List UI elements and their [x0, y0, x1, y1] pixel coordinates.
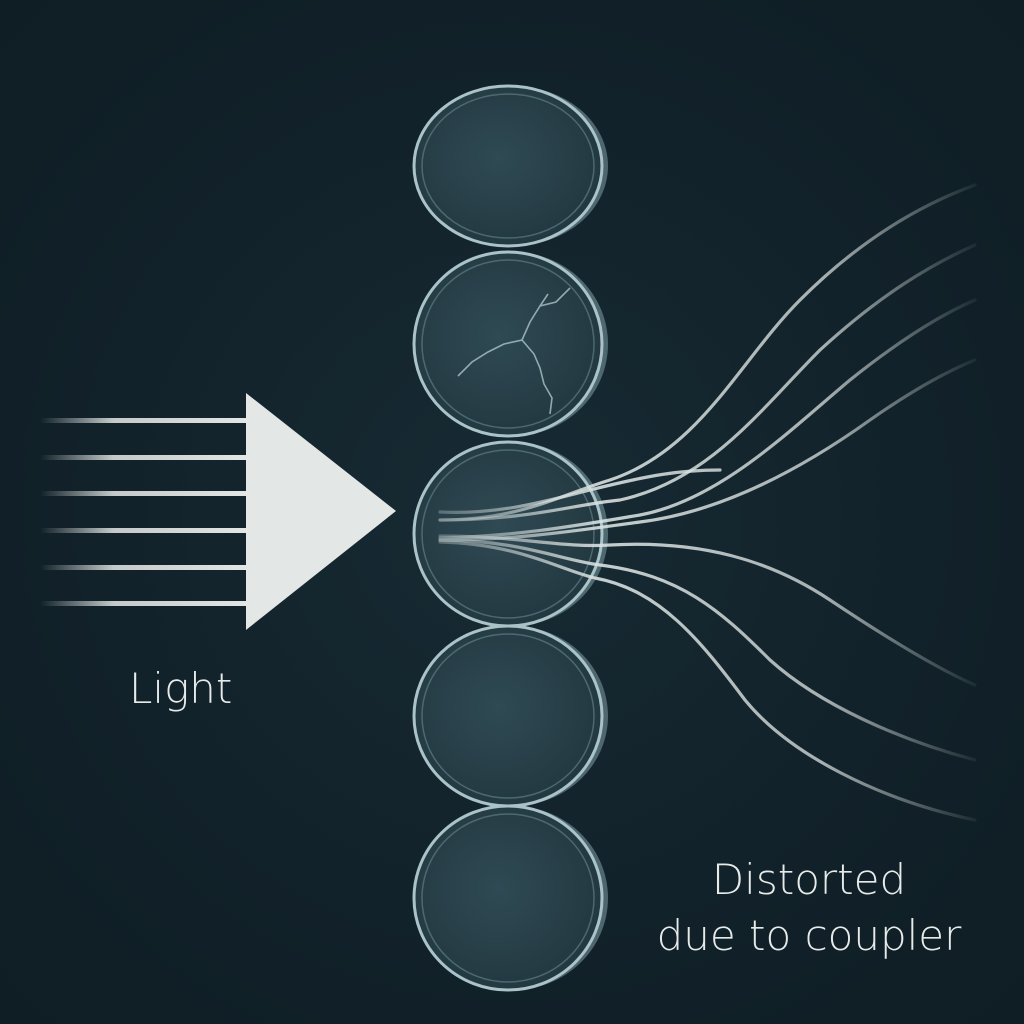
- distorted-caption-line-1: Distorted: [711, 855, 907, 904]
- distorted-rays: [438, 183, 977, 822]
- incoming-ray: [40, 491, 250, 496]
- lens-stack: [412, 84, 608, 992]
- lens-5: [412, 804, 608, 992]
- incoming-ray: [40, 455, 250, 460]
- distorted-caption: Distorted due to coupler: [650, 852, 968, 964]
- distorted-caption-line-2: due to coupler: [656, 911, 962, 960]
- incoming-ray: [40, 528, 250, 533]
- incoming-ray: [40, 601, 250, 606]
- distorted-ray: [438, 243, 977, 522]
- distorted-ray: [438, 538, 977, 762]
- lens-4: [412, 624, 608, 808]
- incoming-ray: [40, 565, 250, 570]
- incoming-ray: [40, 418, 250, 423]
- distorted-ray: [438, 298, 977, 540]
- lens-2-cracked: [412, 250, 608, 438]
- distorted-ray: [438, 358, 977, 542]
- lens-1: [412, 84, 608, 248]
- distorted-ray: [438, 540, 977, 822]
- distorted-ray: [438, 183, 977, 522]
- incoming-light-rays: [40, 418, 250, 606]
- light-arrow-icon: [246, 393, 396, 630]
- crack-lines: [457, 287, 571, 415]
- distorted-ray: [438, 468, 722, 514]
- distorted-ray: [438, 534, 977, 687]
- light-label: Light: [129, 664, 233, 713]
